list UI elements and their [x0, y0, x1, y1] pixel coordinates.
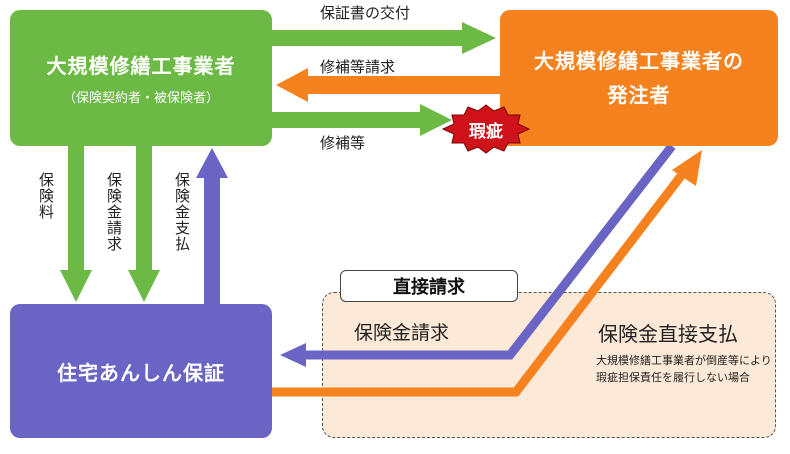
- claim-label: 保険金請求: [105, 172, 123, 252]
- repair-request-arrow: [276, 68, 500, 102]
- direct-payment-label: 保険金直接支払: [598, 322, 738, 346]
- contractor-node: 大規模修繕工事業者 （保険契約者・被保険者）: [10, 10, 272, 146]
- direct-claim-line: [304, 143, 676, 360]
- contractor-role: （保険契約者・被保険者）: [62, 91, 219, 106]
- repair-label: 修補等: [320, 134, 366, 152]
- premium-arrow: [60, 146, 92, 302]
- repair-arrow: [272, 104, 452, 136]
- direct-payment-note: 大規模修繕工事業者が倒産等により瑕疵担保責任を履行しない場合: [596, 354, 772, 384]
- client-name-line1: 大規模修繕工事業者の: [534, 49, 744, 73]
- guarantor-node: 住宅あんしん保証: [10, 304, 272, 438]
- claim-arrow: [128, 146, 160, 302]
- defect-badge-label: 瑕疵: [469, 121, 503, 142]
- direct-claim-arrowhead: [280, 343, 306, 367]
- repair-request-label: 修補等請求: [320, 58, 396, 76]
- premium-label: 保険料: [37, 172, 55, 220]
- direct-payment-zone: [322, 292, 776, 438]
- direct-request-tag: 直接請求: [340, 270, 518, 302]
- payment-label: 保険金支払: [173, 172, 191, 252]
- certificate-label: 保証書の交付: [320, 4, 411, 22]
- guarantor-name: 住宅あんしん保証: [57, 360, 225, 385]
- client-node: 大規模修繕工事業者の 発注者: [500, 10, 778, 146]
- certificate-arrow: [272, 22, 496, 54]
- defect-badge-shape: [442, 104, 530, 154]
- payment-arrow: [196, 148, 228, 304]
- direct-payment-arrowhead: [672, 150, 702, 186]
- client-name-line2: 発注者: [607, 83, 671, 107]
- contractor-name: 大規模修繕工事業者: [46, 54, 236, 78]
- direct-payment-line: [272, 169, 688, 397]
- direct-claim-label: 保険金請求: [354, 322, 450, 344]
